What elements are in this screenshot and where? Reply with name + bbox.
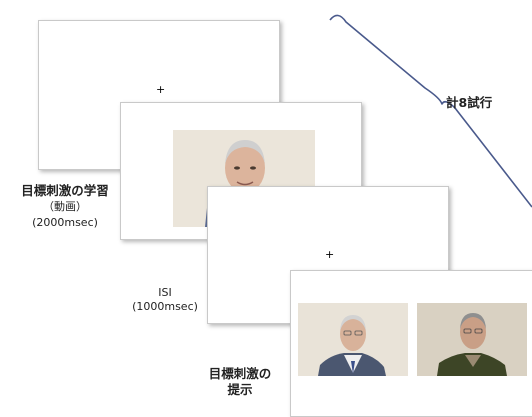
trial-brace-icon	[329, 14, 532, 208]
presentation-line2-text: 提示	[227, 382, 253, 397]
learning-time-text: (2000msec)	[32, 216, 98, 229]
presentation-label: 目標刺激の 提示	[190, 366, 290, 398]
learning-sub-text: （動画）	[43, 200, 87, 213]
fixation-cross: +	[325, 248, 335, 261]
total-trials-label: 計8試行	[446, 95, 493, 110]
isi-time-text: (1000msec)	[132, 300, 198, 313]
presentation-line1-text: 目標刺激の	[208, 366, 272, 381]
learning-title-text: 目標刺激の学習	[21, 183, 109, 198]
fixation-cross: +	[156, 83, 166, 96]
learning-title-label: 目標刺激の学習 （動画） (2000msec)	[4, 183, 126, 231]
isi-title-text: ISI	[158, 286, 172, 299]
face-photo-left	[298, 303, 408, 376]
isi-label: ISI (1000msec)	[110, 286, 220, 314]
target-presentation-panel	[290, 270, 532, 417]
face-photo-right	[417, 303, 527, 376]
